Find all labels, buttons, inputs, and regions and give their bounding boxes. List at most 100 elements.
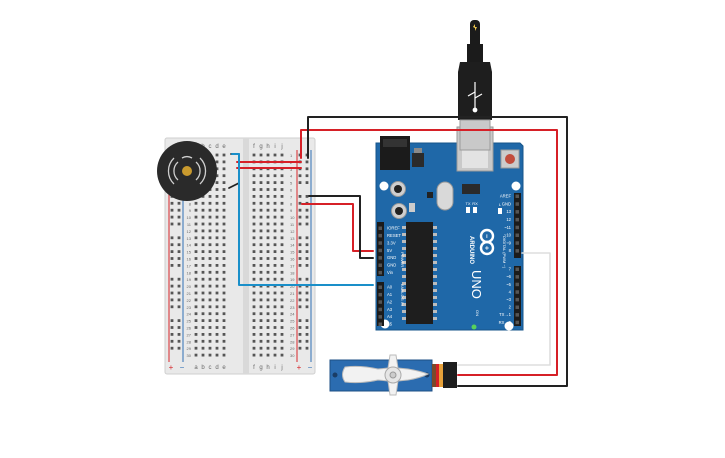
breadboard-hole[interactable] <box>194 319 198 322</box>
breadboard-hole[interactable] <box>273 257 277 260</box>
breadboard-hole[interactable] <box>259 319 263 322</box>
breadboard-hole[interactable] <box>252 319 256 322</box>
rail-hole[interactable] <box>177 222 181 226</box>
breadboard-hole[interactable] <box>266 312 270 316</box>
breadboard-hole[interactable] <box>201 250 205 253</box>
digital-pin-pin[interactable] <box>515 313 520 317</box>
breadboard-hole[interactable] <box>194 277 198 281</box>
rail-hole[interactable] <box>305 222 309 226</box>
breadboard-hole[interactable] <box>266 339 270 343</box>
breadboard-hole[interactable] <box>215 333 219 336</box>
rail-hole[interactable] <box>177 201 181 205</box>
rail-hole[interactable] <box>305 333 309 336</box>
breadboard-hole[interactable] <box>252 236 256 240</box>
breadboard-hole[interactable] <box>215 167 219 171</box>
breadboard-hole[interactable] <box>194 284 198 288</box>
breadboard-hole[interactable] <box>266 257 270 260</box>
breadboard-hole[interactable] <box>259 195 263 198</box>
breadboard-hole[interactable] <box>222 346 226 350</box>
rail-hole[interactable] <box>170 264 174 267</box>
breadboard-hole[interactable] <box>259 222 263 226</box>
breadboard-hole[interactable] <box>259 346 263 350</box>
rail-hole[interactable] <box>305 181 309 184</box>
breadboard-hole[interactable] <box>215 305 219 309</box>
breadboard-hole[interactable] <box>280 229 284 233</box>
breadboard-hole[interactable] <box>208 264 212 267</box>
digital-pin-pin[interactable] <box>515 249 520 253</box>
breadboard-hole[interactable] <box>215 298 219 302</box>
breadboard-hole[interactable] <box>208 333 212 336</box>
breadboard-hole[interactable] <box>215 353 219 357</box>
breadboard-hole[interactable] <box>208 326 212 329</box>
breadboard-hole[interactable] <box>208 319 212 322</box>
breadboard-hole[interactable] <box>222 277 226 281</box>
breadboard-hole[interactable] <box>280 312 284 316</box>
breadboard-hole[interactable] <box>194 305 198 309</box>
breadboard-hole[interactable] <box>273 298 277 302</box>
breadboard-hole[interactable] <box>273 291 277 295</box>
rail-hole[interactable] <box>177 326 181 329</box>
breadboard-hole[interactable] <box>215 284 219 288</box>
breadboard-hole[interactable] <box>222 215 226 219</box>
breadboard-hole[interactable] <box>208 298 212 302</box>
rail-hole[interactable] <box>177 305 181 309</box>
breadboard-hole[interactable] <box>273 319 277 322</box>
digital-pin-pin[interactable] <box>515 282 520 287</box>
breadboard-hole[interactable] <box>266 264 270 267</box>
wire-gnd-to-breadboard[interactable] <box>308 195 374 259</box>
breadboard-hole[interactable] <box>222 188 226 191</box>
breadboard-hole[interactable] <box>273 215 277 219</box>
breadboard-hole[interactable] <box>208 229 212 233</box>
breadboard-hole[interactable] <box>266 270 270 274</box>
breadboard-hole[interactable] <box>215 236 219 240</box>
breadboard-hole[interactable] <box>259 181 263 184</box>
breadboard-hole[interactable] <box>259 250 263 253</box>
breadboard-hole[interactable] <box>222 236 226 240</box>
breadboard-hole[interactable] <box>222 312 226 316</box>
breadboard-hole[interactable] <box>201 270 205 274</box>
digital-pin-pin[interactable] <box>515 194 520 199</box>
breadboard-hole[interactable] <box>201 229 205 233</box>
breadboard-hole[interactable] <box>222 326 226 329</box>
breadboard-hole[interactable] <box>201 298 205 302</box>
breadboard-hole[interactable] <box>194 298 198 302</box>
rail-hole[interactable] <box>177 319 181 322</box>
breadboard-hole[interactable] <box>273 346 277 350</box>
rail-hole[interactable] <box>177 264 181 267</box>
breadboard-hole[interactable] <box>215 264 219 267</box>
breadboard-hole[interactable] <box>208 284 212 288</box>
wire-5v-rail-to-servo[interactable] <box>300 129 558 376</box>
breadboard-hole[interactable] <box>273 326 277 329</box>
breadboard-hole[interactable] <box>208 270 212 274</box>
breadboard-hole[interactable] <box>266 181 270 184</box>
breadboard-hole[interactable] <box>266 229 270 233</box>
breadboard-hole[interactable] <box>194 339 198 343</box>
breadboard-hole[interactable] <box>266 298 270 302</box>
rail-hole[interactable] <box>298 277 302 281</box>
digital-pin-pin[interactable] <box>515 241 520 245</box>
breadboard-hole[interactable] <box>201 222 205 226</box>
breadboard-hole[interactable] <box>194 291 198 295</box>
breadboard-hole[interactable] <box>259 326 263 329</box>
rail-hole[interactable] <box>298 250 302 253</box>
breadboard-hole[interactable] <box>215 319 219 322</box>
rail-hole[interactable] <box>170 298 174 302</box>
breadboard-hole[interactable] <box>266 188 270 191</box>
breadboard-hole[interactable] <box>215 326 219 329</box>
power-pin-pin[interactable] <box>378 233 383 238</box>
breadboard-hole[interactable] <box>215 208 219 212</box>
breadboard-hole[interactable] <box>215 181 219 184</box>
rail-hole[interactable] <box>170 277 174 281</box>
rail-hole[interactable] <box>305 208 309 212</box>
rail-hole[interactable] <box>298 181 302 184</box>
breadboard-hole[interactable] <box>194 236 198 240</box>
breadboard-hole[interactable] <box>259 298 263 302</box>
digital-pin-pin[interactable] <box>515 305 520 310</box>
digital-pin-pin[interactable] <box>515 202 520 206</box>
rail-hole[interactable] <box>170 215 174 219</box>
breadboard-hole[interactable] <box>215 222 219 226</box>
breadboard-hole[interactable] <box>266 215 270 219</box>
breadboard-hole[interactable] <box>252 215 256 219</box>
breadboard-hole[interactable] <box>280 215 284 219</box>
breadboard-hole[interactable] <box>266 277 270 281</box>
